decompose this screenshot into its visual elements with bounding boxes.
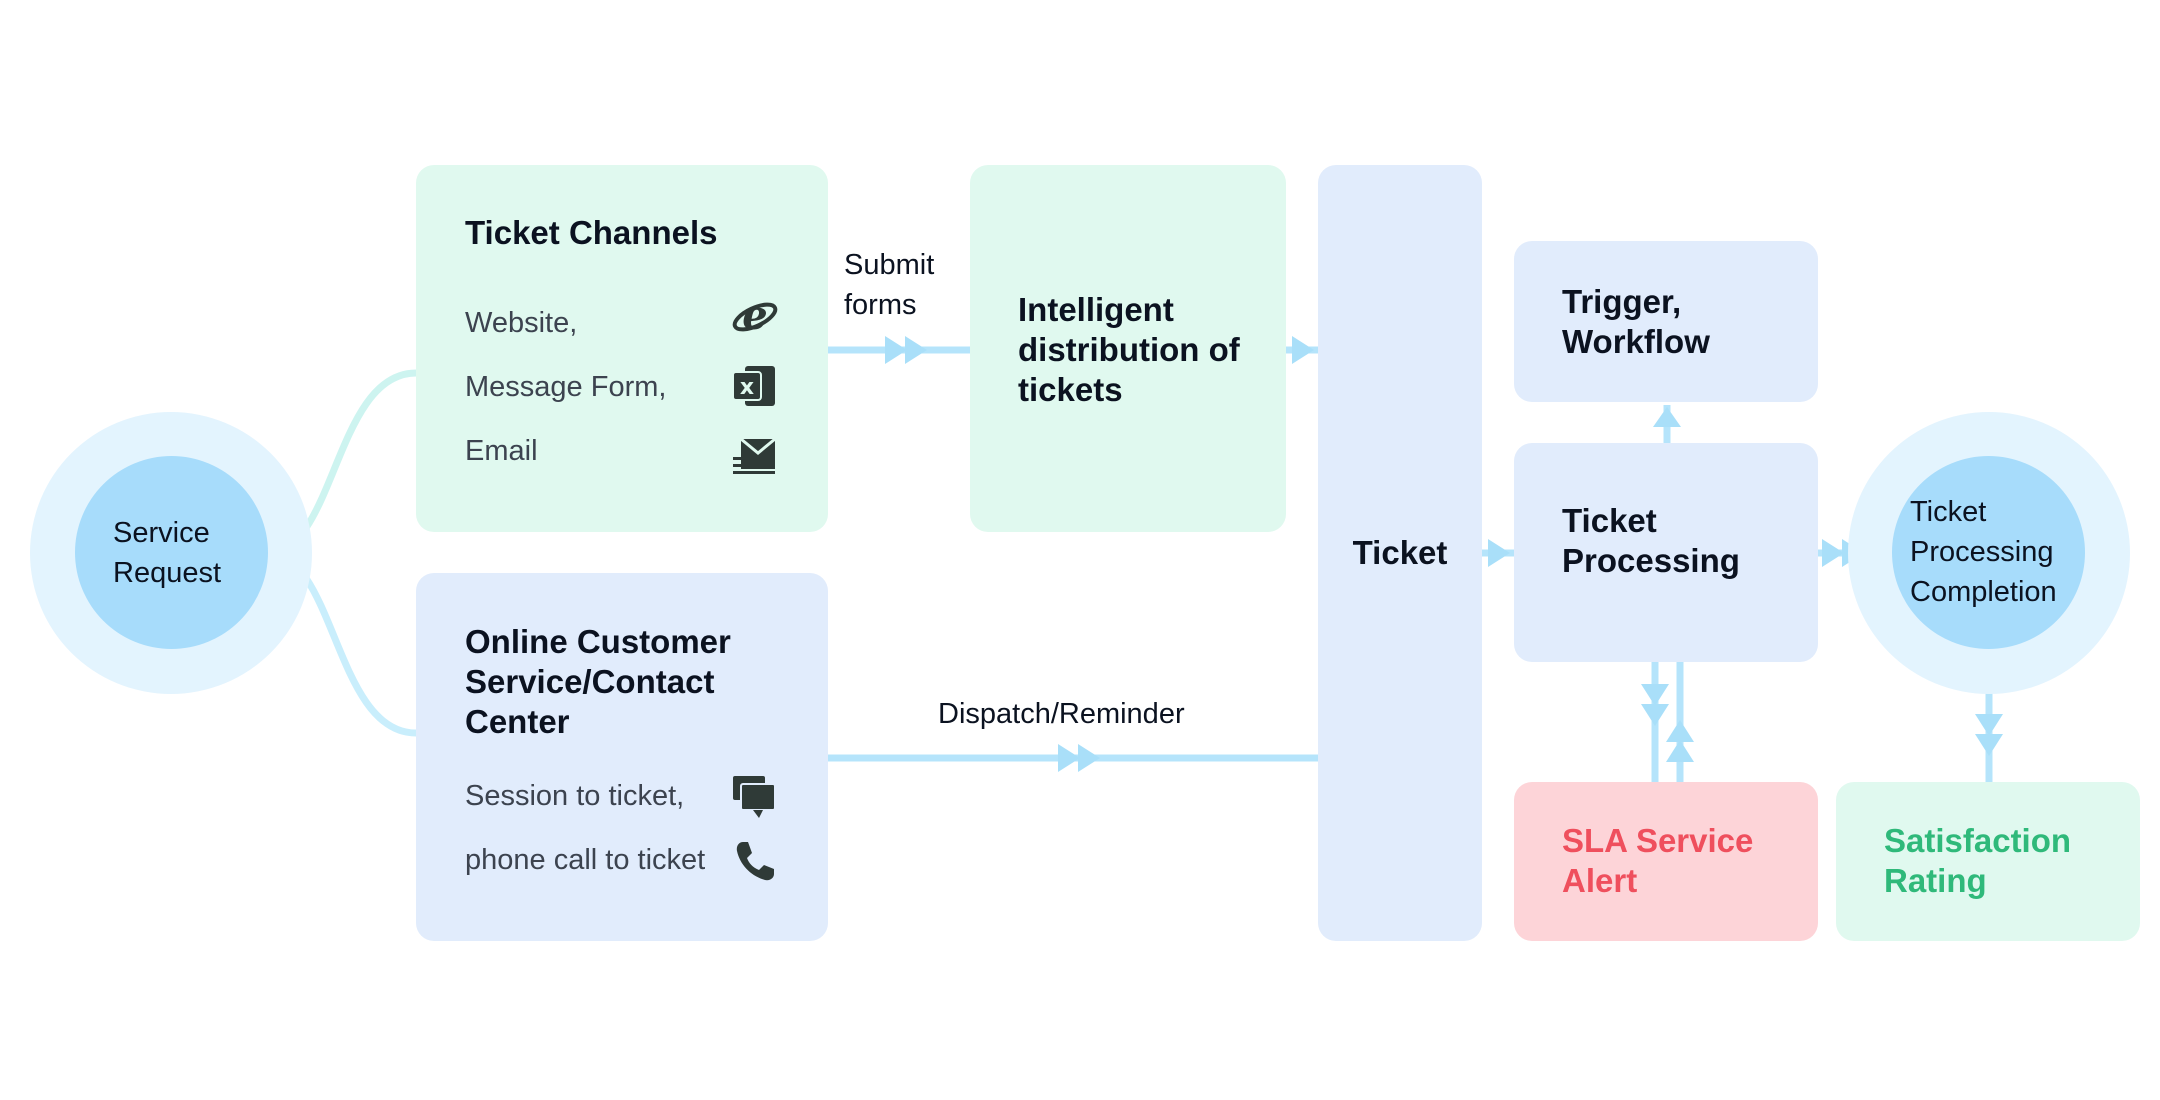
edge-ticket-to-processing-arrow: [1488, 539, 1510, 567]
ticket-title: Ticket: [1352, 534, 1448, 571]
online-item-phone: phone call to ticket: [465, 844, 706, 876]
sla-alert-box[interactable]: [1514, 782, 1818, 941]
satisfaction-box[interactable]: [1836, 782, 2140, 941]
ticket-channels-title: Ticket Channels: [465, 214, 718, 251]
online-customer-title: Online Customer Service/Contact Center: [465, 623, 731, 740]
phone-icon: [736, 842, 774, 881]
satisfaction-title: Satisfaction Rating: [1884, 822, 2072, 899]
service-request-node[interactable]: [75, 456, 268, 649]
intelligent-distribution-box[interactable]: [970, 165, 1286, 532]
ticket-processing-title: Ticket Processing: [1562, 502, 1740, 579]
svg-text:x: x: [740, 375, 754, 400]
internet-explorer-icon: e: [732, 293, 778, 339]
chat-icon: [733, 776, 776, 818]
channel-item-email: Email: [465, 435, 538, 467]
online-item-session: Session to ticket,: [465, 780, 685, 812]
ticket-box[interactable]: [1318, 165, 1482, 941]
trigger-workflow-box[interactable]: [1514, 241, 1818, 402]
edge-sla-to-processing-arrow: [1666, 720, 1694, 762]
channel-item-website: Website,: [465, 307, 578, 339]
intelligent-distribution-title: Intelligent distribution of tickets: [1018, 291, 1240, 408]
online-customer-box[interactable]: [416, 573, 828, 941]
ticket-processing-box[interactable]: [1514, 443, 1818, 662]
edge-distribution-to-ticket-arrow: [1292, 336, 1314, 364]
completion-node[interactable]: [1892, 456, 2085, 649]
svg-text:e: e: [742, 293, 767, 339]
completion-label: Ticket Processing Completion: [1910, 496, 2057, 608]
ticket-channels-box[interactable]: [416, 165, 828, 532]
edge-dispatch-arrow: [1058, 744, 1100, 772]
edge-processing-to-completion-arrow: [1822, 539, 1864, 567]
sla-alert-title: SLA Service Alert: [1562, 822, 1754, 899]
email-icon: [733, 437, 776, 474]
edge-completion-to-satisfaction-arrow: [1975, 714, 2003, 756]
edge-processing-to-trigger-arrow: [1653, 407, 1681, 427]
edge-label-submit-forms: Submit forms: [844, 249, 935, 321]
service-request-label: Service Request: [113, 517, 222, 589]
trigger-workflow-title: Trigger, Workflow: [1562, 283, 1710, 360]
excel-icon: x: [732, 366, 775, 406]
edge-submit-forms-arrow: [885, 336, 927, 364]
channel-item-message-form: Message Form,: [465, 371, 667, 403]
edge-processing-to-sla-arrow: [1641, 684, 1669, 726]
edge-label-dispatch-reminder: Dispatch/Reminder: [938, 698, 1185, 730]
